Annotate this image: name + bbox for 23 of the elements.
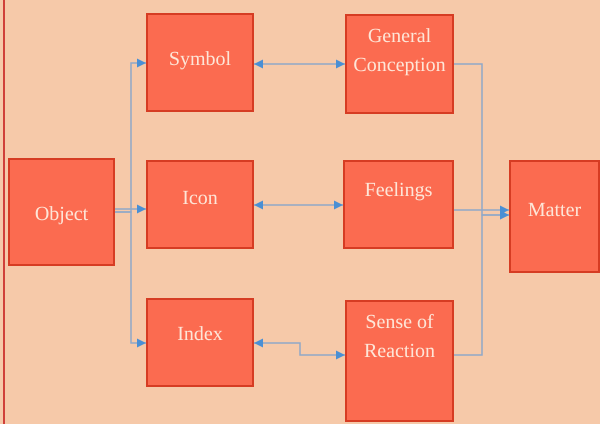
box-label: Index xyxy=(177,322,223,347)
arrow xyxy=(454,210,509,356)
box-label: General Conception xyxy=(352,24,447,78)
box-label: Feelings xyxy=(364,178,432,203)
process-box xyxy=(8,158,115,266)
process-box xyxy=(146,160,254,249)
arrow xyxy=(254,200,343,210)
arrow xyxy=(254,60,345,68)
box-label: Symbol xyxy=(168,47,232,72)
process-box xyxy=(345,300,454,422)
arrow xyxy=(115,211,146,348)
process-box xyxy=(509,160,600,273)
arrow xyxy=(254,338,345,360)
process-box xyxy=(146,13,254,112)
process-box xyxy=(343,160,454,249)
box-label: Icon xyxy=(182,186,218,211)
arrow xyxy=(115,204,146,214)
arrow xyxy=(454,206,509,214)
process-box xyxy=(345,14,454,114)
box-label: Matter xyxy=(528,198,582,223)
box-label: Sense of Reaction xyxy=(362,310,436,364)
process-box xyxy=(146,298,254,387)
box-label: Object xyxy=(34,202,88,227)
